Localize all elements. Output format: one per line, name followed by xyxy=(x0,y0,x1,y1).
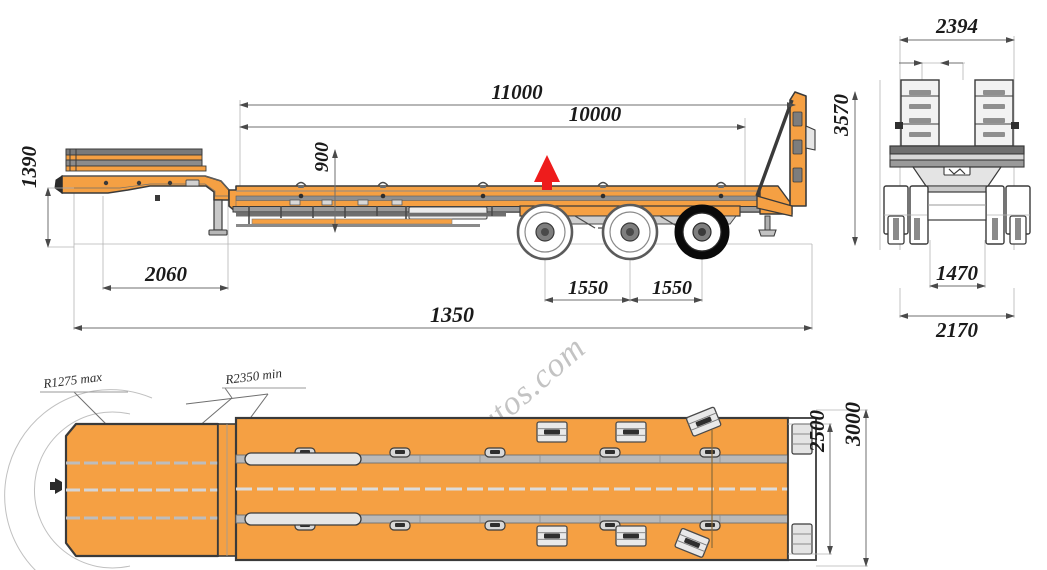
dimension-1470: 1470 xyxy=(929,261,986,289)
front-ramp-slots xyxy=(909,90,1005,137)
radius-label-min: R2350 min xyxy=(224,365,283,387)
plan-dimension-set: 2500 3000 xyxy=(805,402,869,567)
dimension-label-2500: 2500 xyxy=(805,410,829,454)
side-elevation-view: 11000 10000 900 1390 2060 xyxy=(17,80,858,331)
dimension-3000: 3000 xyxy=(840,402,869,567)
front-wheel-assemblies xyxy=(883,185,1031,245)
dimension-label-1550-b: 1550 xyxy=(652,277,692,299)
dimension-label-1470: 1470 xyxy=(936,261,979,285)
dimension-2170: 2170 xyxy=(899,313,1015,342)
wheel-axle-2 xyxy=(601,203,659,261)
wheel-axle-1 xyxy=(516,203,574,261)
dimension-2500: 2500 xyxy=(805,410,833,555)
front-dimension-set: 2394 1470 2170 xyxy=(899,14,1015,342)
side-dimension-set: 11000 10000 900 1390 2060 xyxy=(17,80,858,331)
running-gear xyxy=(516,203,741,261)
dimension-10000: 10000 xyxy=(239,102,746,130)
dimension-2060: 2060 xyxy=(102,262,229,291)
red-up-arrow-icon xyxy=(534,155,560,190)
turning-radius-arcs xyxy=(4,389,153,570)
plan-neck-slots xyxy=(244,452,362,526)
radius-label-max: R1275 max xyxy=(42,369,103,391)
dimension-label-2170: 2170 xyxy=(935,318,979,342)
dimension-label-900: 900 xyxy=(311,142,333,172)
plan-rear-crossmember xyxy=(787,417,817,561)
dimension-3570-side: 3570 xyxy=(829,91,858,246)
dimension-1550-b: 1550 xyxy=(629,277,703,303)
plan-view: R1275 max R2350 min xyxy=(4,365,869,570)
dimension-1550-a: 1550 xyxy=(544,277,631,303)
dimension-label-1550-a: 1550 xyxy=(568,277,608,299)
dimension-label-3570: 3570 xyxy=(829,94,853,138)
rear-ramp-tower xyxy=(755,91,816,237)
deck-stiffeners xyxy=(248,206,493,224)
deck-bolts xyxy=(298,193,724,199)
dimension-900: 900 xyxy=(311,142,338,233)
dimension-label-2394: 2394 xyxy=(935,14,978,38)
front-upright-edges xyxy=(901,95,1013,125)
plan-gooseneck-plate xyxy=(50,422,237,558)
ramp-slots xyxy=(792,111,803,183)
dimension-1390: 1390 xyxy=(17,146,74,248)
dimension-label-1390: 1390 xyxy=(17,146,41,189)
dimension-label-3000: 3000 xyxy=(840,402,865,447)
dimension-11000: 11000 xyxy=(239,80,796,108)
plan-witness-lines xyxy=(788,409,868,567)
wheel-axle-3 xyxy=(674,204,730,260)
dimension-label-1350: 1350 xyxy=(430,302,474,327)
dimension-label-2060: 2060 xyxy=(144,262,188,286)
dimension-label-10000: 10000 xyxy=(569,102,622,126)
dimension-label-11000: 11000 xyxy=(491,80,543,104)
plan-wheel-assemblies xyxy=(536,406,722,559)
dimension-2394: 2394 xyxy=(899,14,1015,43)
gooseneck-assembly xyxy=(54,148,230,236)
front-elevation-view: 2394 1470 2170 xyxy=(879,14,1031,342)
underdeck-plates xyxy=(289,199,403,206)
dimension-1350: 1350 xyxy=(73,302,813,331)
